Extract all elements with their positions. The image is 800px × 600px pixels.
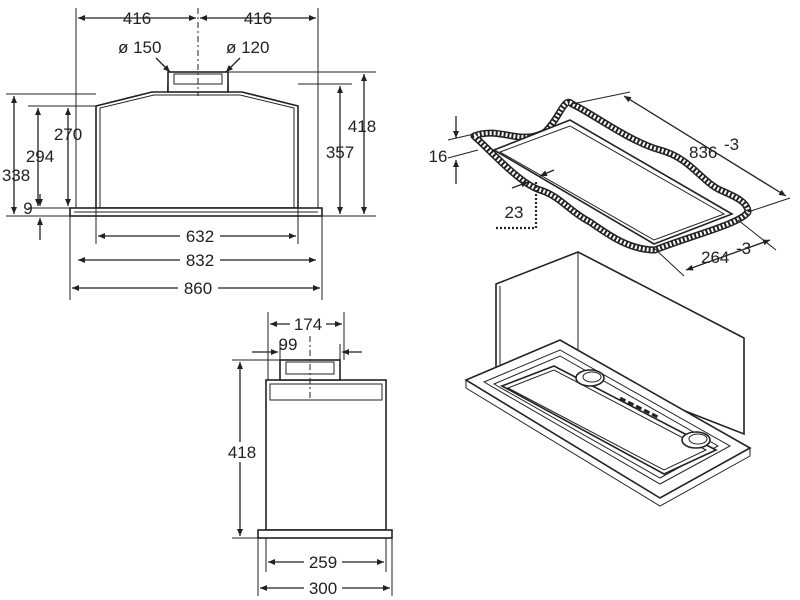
dim-side-width-259: 259 <box>309 553 337 572</box>
dim-height-9: 9 <box>23 199 32 218</box>
light-right <box>681 431 711 449</box>
dim-depth-174: 174 <box>294 315 322 334</box>
dim-height-357: 357 <box>326 143 354 162</box>
cutout-view: 836 -3 264 -3 16 23 <box>429 91 791 277</box>
dim-side-height-418: 418 <box>228 443 256 462</box>
dim-height-294: 294 <box>26 147 54 166</box>
dim-duct-99: 99 <box>279 335 298 354</box>
dim-width-860: 860 <box>184 279 212 298</box>
light-left <box>575 369 605 387</box>
front-view: 416 416 ø 150 ø 120 338 294 270 9 418 35… <box>2 8 376 300</box>
dim-cutout-depth: 264 <box>701 248 729 267</box>
dim-width-832: 832 <box>186 251 214 270</box>
dim-cutout-thickness: 16 <box>429 147 448 166</box>
dim-width-left: 416 <box>123 9 151 28</box>
dim-duct-150: ø 150 <box>118 38 161 57</box>
side-view: 174 99 418 259 300 <box>226 312 393 598</box>
control-panel <box>619 396 659 419</box>
dim-duct-120: ø 120 <box>226 38 269 57</box>
perspective-view <box>464 251 752 507</box>
dim-cutout-length: 836 <box>689 143 717 162</box>
dim-width-632: 632 <box>186 227 214 246</box>
grease-filter <box>500 365 718 475</box>
dim-height-338: 338 <box>2 166 30 185</box>
dim-cutout-length-tol: -3 <box>724 135 739 154</box>
dim-width-right: 416 <box>244 9 272 28</box>
dim-cutout-offset: 23 <box>505 203 524 222</box>
dim-cutout-depth-tol: -3 <box>736 239 751 258</box>
dim-height-270: 270 <box>54 125 82 144</box>
cutout-opening <box>492 119 734 245</box>
side-frame <box>257 529 393 539</box>
dim-side-width-300: 300 <box>309 579 337 598</box>
side-housing <box>265 379 387 531</box>
dim-height-418: 418 <box>348 117 376 136</box>
front-housing <box>95 83 299 209</box>
